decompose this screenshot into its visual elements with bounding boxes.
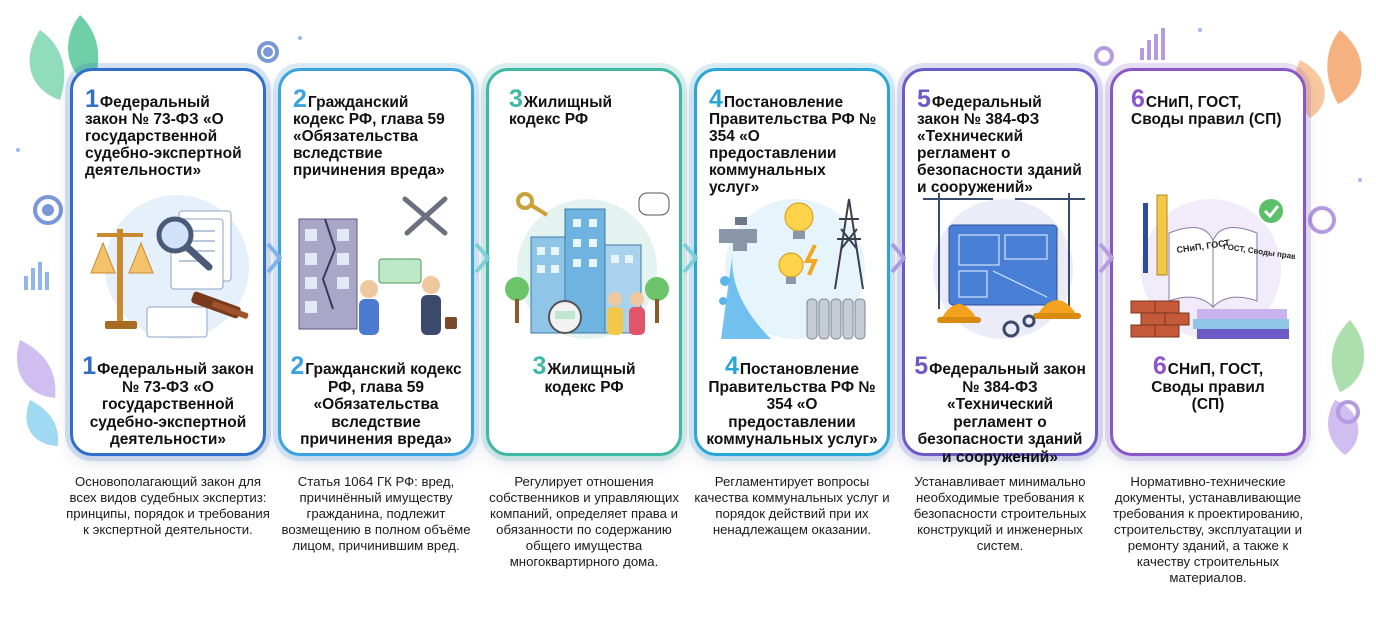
chevron-right-icon [266, 242, 282, 274]
card-title-top: 3Жилищный кодекс РФ [509, 85, 613, 129]
card-title-bottom: 5Федеральный закон № 384-ФЗ «Технический… [914, 352, 1086, 466]
card-law-384: 5Федеральный закон № 384-ФЗ «Технический… [902, 68, 1098, 466]
card-description: Устанавливает минимально необходимые тре… [913, 474, 1087, 553]
card-description: Основополагающий закон для всех видов су… [66, 474, 270, 537]
card-description: Статья 1064 ГК РФ: вред, причинённый иму… [281, 474, 471, 553]
card-description: Нормативно-технические документы, устана… [1112, 474, 1304, 585]
card-law-73: 1Федеральный закон № 73-ФЗ «О государств… [70, 68, 266, 456]
card-civil-code-59: 2Гражданский кодекс РФ, глава 59 «Обязат… [278, 68, 474, 456]
card-title-bottom: 6СНиП, ГОСТ, Своды правил (СП) [1151, 352, 1265, 414]
standards-books-illustration: СНиП, ГОСТ ГОСТ, Своды правил [1130, 194, 1295, 339]
card-title-bottom: 1Федеральный закон № 73-ФЗ «О государств… [82, 352, 254, 449]
card-housing-code: 3Жилищный кодекс РФ 3Жилищный кодекс РФ [486, 68, 682, 456]
card-description: Регулирует отношения собственников и упр… [489, 474, 679, 569]
card-standards: 6СНиП, ГОСТ, Своды правил (СП) СНиП, ГОС… [1110, 68, 1306, 456]
card-title-top: 5Федеральный закон № 384-ФЗ «Технический… [917, 85, 1082, 197]
card-title-top: 2Гражданский кодекс РФ, глава 59 «Обязат… [293, 85, 445, 180]
card-government-decree-354: 4Постановление Правительства РФ № 354 «О… [694, 68, 890, 456]
card-number: 1 [85, 85, 99, 113]
card-title-top: 6СНиП, ГОСТ, Своды правил (СП) [1131, 85, 1282, 129]
utilities-illustration [719, 198, 866, 340]
card-title-bottom: 4Постановление Правительства РФ № 354 «О… [706, 352, 878, 449]
card-title-bottom: 2Гражданский кодекс РФ, глава 59 «Обязат… [290, 352, 462, 449]
cranes-blueprint-illustration [923, 193, 1085, 339]
chevron-right-icon [474, 242, 490, 274]
chevron-right-icon [890, 242, 906, 274]
card-title-top: 4Постановление Правительства РФ № 354 «О… [709, 85, 877, 197]
chevron-right-icon [682, 242, 698, 274]
card-description: Регламентирует вопросы качества коммунал… [694, 474, 890, 537]
card-title-bottom: 3Жилищный кодекс РФ [532, 352, 636, 396]
apartment-buildings-illustration [505, 192, 670, 339]
scales-documents-gavel-illustration [90, 195, 249, 339]
damaged-building-illustration [298, 196, 457, 335]
chevron-right-icon [1098, 242, 1114, 274]
card-title-top: 1Федеральный закон № 73-ФЗ «О государств… [85, 85, 242, 180]
